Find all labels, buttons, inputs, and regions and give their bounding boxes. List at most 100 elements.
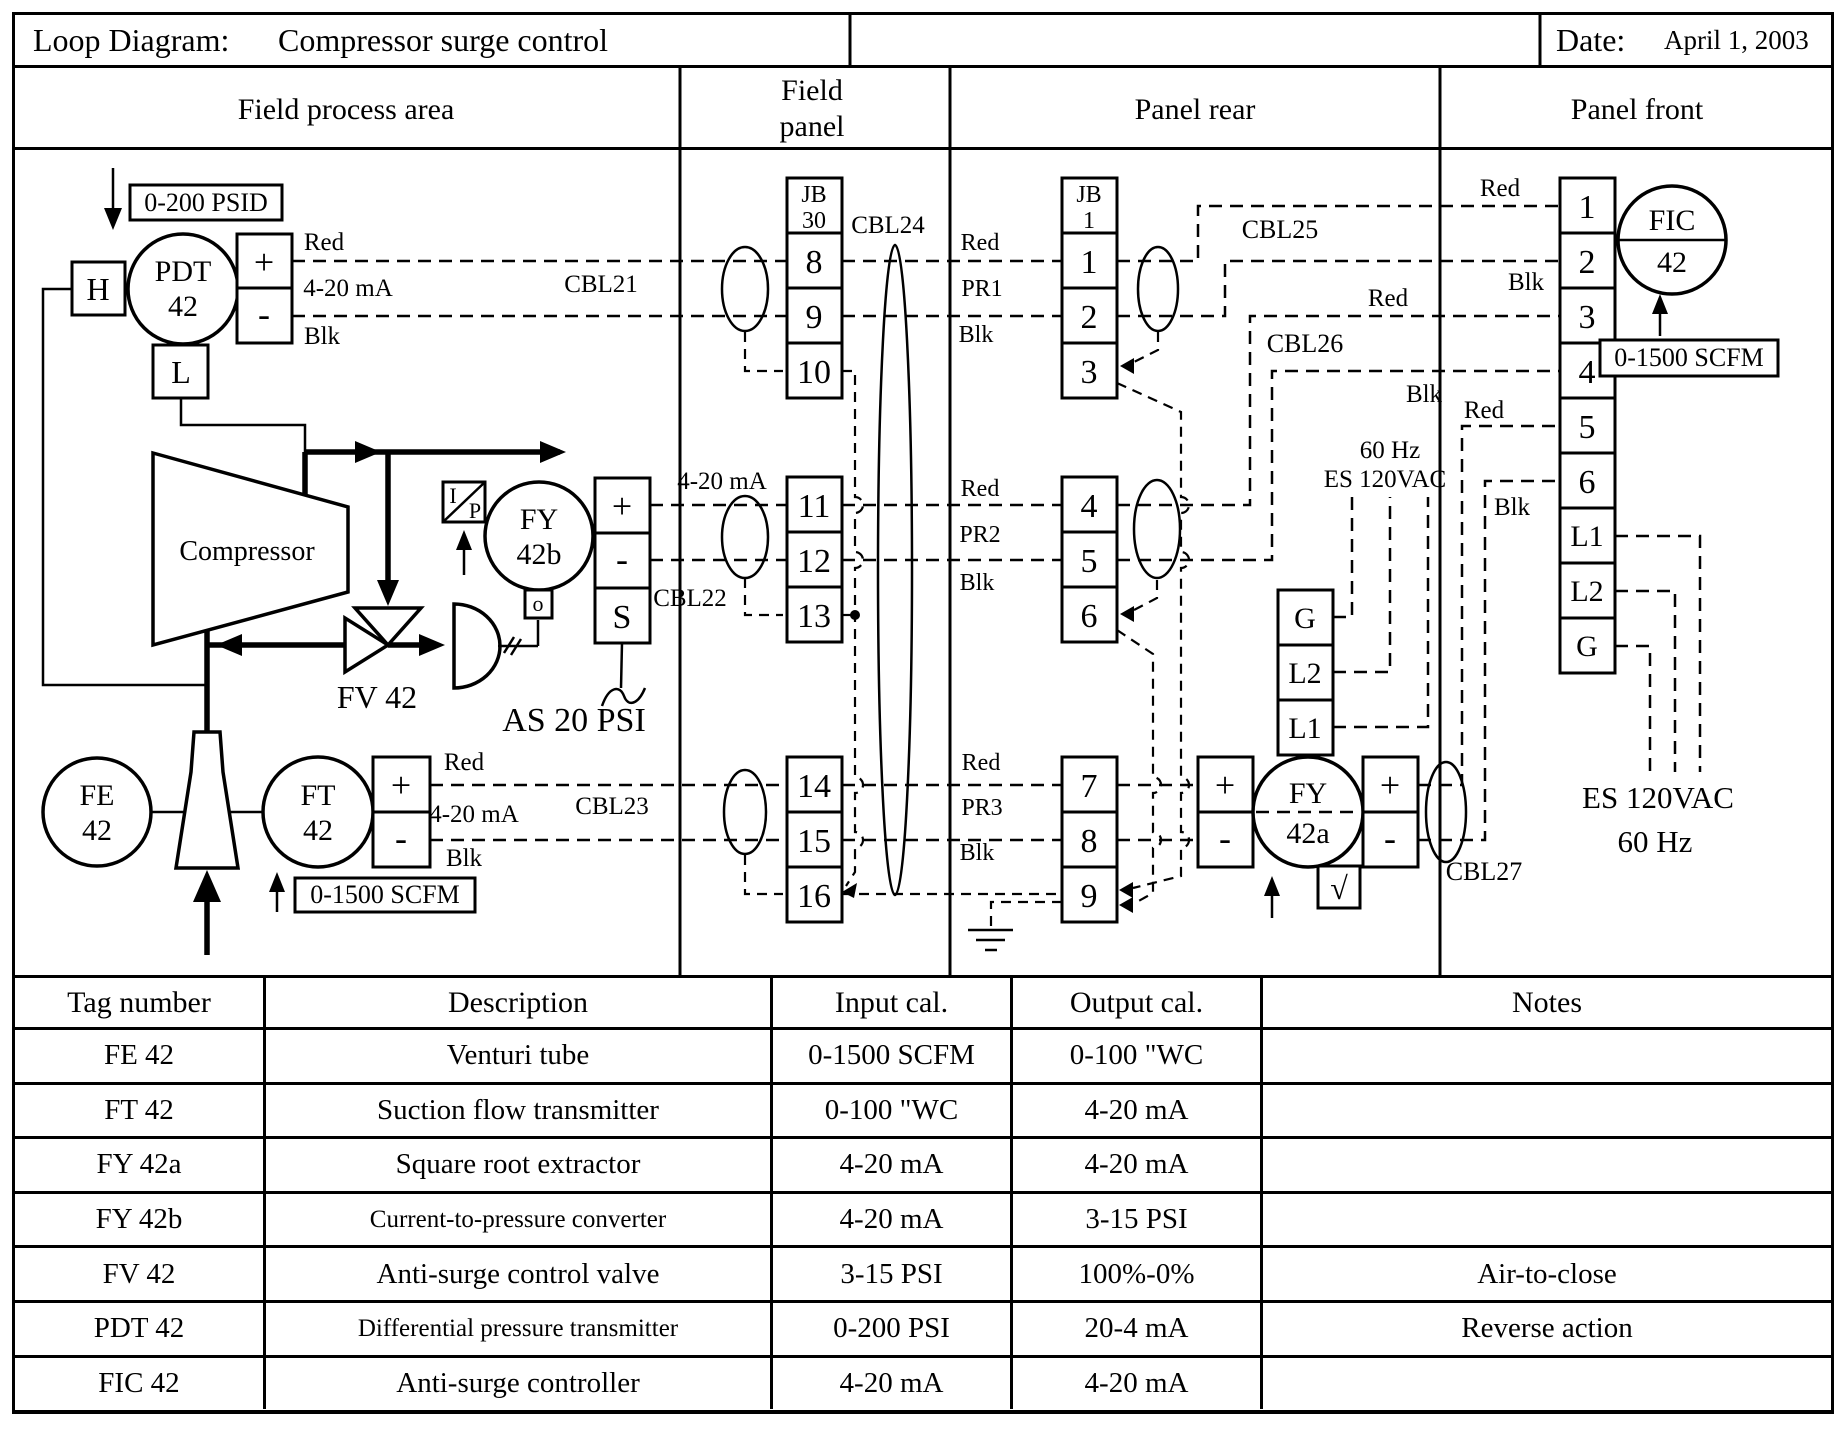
ip-label-p: P (469, 498, 481, 523)
ft-wire-red: Red (444, 749, 485, 776)
cell-description: Anti-surge controller (266, 1357, 773, 1410)
front-terminal-6: 6 (1579, 464, 1596, 501)
cbl25-shield (1136, 245, 1180, 333)
cell-tag: FY 42b (15, 1193, 266, 1246)
cell-input-cal: 4-20 mA (773, 1357, 1013, 1410)
cell-output-cal: 100%-0% (1013, 1248, 1263, 1300)
ft-signal-range: 4-20 mA (429, 801, 519, 828)
cable-shields: CBL24 (720, 212, 1468, 897)
fic-up-arrow (1652, 294, 1668, 314)
cell-output-cal: 3-15 PSI (1013, 1193, 1263, 1246)
pr1-label: PR1 (961, 276, 1002, 302)
front-terminal-g: G (1576, 630, 1598, 663)
sqrt-symbol: √ (1330, 870, 1348, 906)
compressor-label: Compressor (179, 536, 315, 567)
converter-fy42b: I P FY 42b o + - S AS 20 PSI 4-20 mA CBL… (441, 468, 767, 739)
cell-notes: Air-to-close (1477, 1257, 1617, 1290)
cbl26-shield (1132, 478, 1182, 580)
front-power-hz: 60 Hz (1618, 824, 1693, 859)
front-terminal-l2: L2 (1570, 575, 1603, 608)
fe-number: 42 (82, 814, 112, 847)
sqrt-function-box (1316, 864, 1362, 910)
valve-body-top (351, 606, 425, 648)
cbl21-shield (720, 245, 770, 333)
pdt-signal-range: 4-20 mA (303, 275, 393, 302)
jb1-terminal-8: 8 (1081, 823, 1098, 860)
fy42a-in-minus-label: - (1219, 818, 1231, 858)
cable-cbl22-label: CBL22 (653, 585, 727, 612)
fic-tag: FIC (1649, 204, 1696, 237)
pdt-range: 0-200 PSID (144, 188, 268, 217)
jb1-header-line1: JB (1076, 182, 1101, 208)
signal-wires (292, 204, 1702, 842)
venturi-tube (173, 730, 241, 870)
fy42b-supply: S (613, 599, 632, 636)
front-terminal-3: 3 (1579, 299, 1596, 336)
rear-terminal-l2: L2 (1288, 657, 1321, 690)
front-terminal-2: 2 (1579, 244, 1596, 281)
fy42b-signal-range: 4-20 mA (677, 468, 767, 495)
fic-range-box (1598, 338, 1780, 378)
cell-description: Current-to-pressure converter (266, 1193, 773, 1246)
pdt-low-label: L (171, 354, 191, 390)
col-header-input-cal: Input cal. (773, 978, 1013, 1027)
pdt-plus: + (254, 242, 274, 282)
jb1-terminal-1: 1 (1081, 244, 1098, 281)
cell-output-cal: 0-100 "WC (1013, 1030, 1263, 1082)
ft-range: 0-1500 SCFM (310, 880, 460, 909)
cable-cbl24-label: CBL24 (851, 212, 925, 239)
front-wire1-red: Red (1480, 175, 1521, 202)
cable-cbl23-label: CBL23 (575, 793, 649, 820)
col-field-process-area: Field process area (238, 93, 455, 126)
control-valve-fv42: FV 42 (337, 602, 540, 715)
cell-tag: FIC 42 (15, 1357, 266, 1410)
column-headers: Field process area Field panel Panel rea… (238, 74, 1704, 143)
fy42b-output-label: o (533, 591, 544, 616)
pr3-blk: Blk (960, 840, 995, 866)
fe-tag: FE (79, 779, 114, 812)
fy42a-out-plus-label: + (1380, 765, 1400, 805)
col-field-panel-line1: Field (781, 74, 843, 107)
cell-tag: FE 42 (15, 1030, 266, 1082)
pr3-red: Red (962, 750, 1001, 776)
jb30-header-line2: 30 (802, 208, 826, 234)
cbl22-shield (720, 494, 770, 580)
ft-minus: - (395, 818, 407, 858)
junction-box-jb1: JB 1 1 2 3 4 5 6 7 8 9 (1060, 176, 1119, 924)
cell-tag: FT 42 (15, 1084, 266, 1137)
front-wire3-red: Red (1368, 285, 1409, 312)
fy42b-bubble (483, 480, 595, 592)
air-supply-label: AS 20 PSI (502, 702, 646, 739)
cbl23-shield (722, 768, 768, 856)
cable-cbl27-label: CBL27 (1446, 857, 1523, 886)
ft-number: 42 (303, 814, 333, 847)
rear-power-es: ES 120VAC (1324, 466, 1447, 493)
pr1-red: Red (961, 230, 1000, 256)
fy42a-in-minus (1196, 810, 1255, 869)
fy42a-in-plus (1196, 755, 1255, 814)
transmitter-ft42: FT 42 + - Red 4-20 mA Blk CBL23 0-1500 S… (261, 749, 649, 914)
pr1-blk: Blk (959, 322, 994, 348)
fy42a-up-arrow (1264, 876, 1280, 896)
pdt-low-port (151, 343, 210, 400)
pdt-range-box (128, 183, 284, 222)
col-panel-rear: Panel rear (1135, 93, 1256, 126)
jb30-terminal-15: 15 (797, 823, 831, 860)
fy42b-output-port (523, 588, 554, 620)
col-header-tag: Tag number (15, 978, 266, 1027)
jb30-header-line1: JB (801, 182, 826, 208)
cell-description: Venturi tube (266, 1030, 773, 1082)
front-wire4-blk: Blk (1406, 381, 1443, 408)
fy42a-out-minus-label: - (1384, 818, 1396, 858)
cell-output-cal: 4-20 mA (1013, 1139, 1263, 1191)
cell-output-cal: 4-20 mA (1013, 1357, 1263, 1410)
jb1-terminal-3: 3 (1081, 354, 1098, 391)
cbl24-sheath (876, 243, 914, 897)
col-header-output-cal: Output cal. (1013, 978, 1263, 1027)
date-value: April 1, 2003 (1664, 25, 1809, 55)
pdt-tag: PDT (155, 255, 212, 288)
fy42a-out-minus (1361, 810, 1420, 869)
cell-description: Square root extractor (266, 1139, 773, 1191)
jb30-terminal-10: 10 (797, 354, 831, 391)
pr2-label: PR2 (959, 522, 1000, 548)
